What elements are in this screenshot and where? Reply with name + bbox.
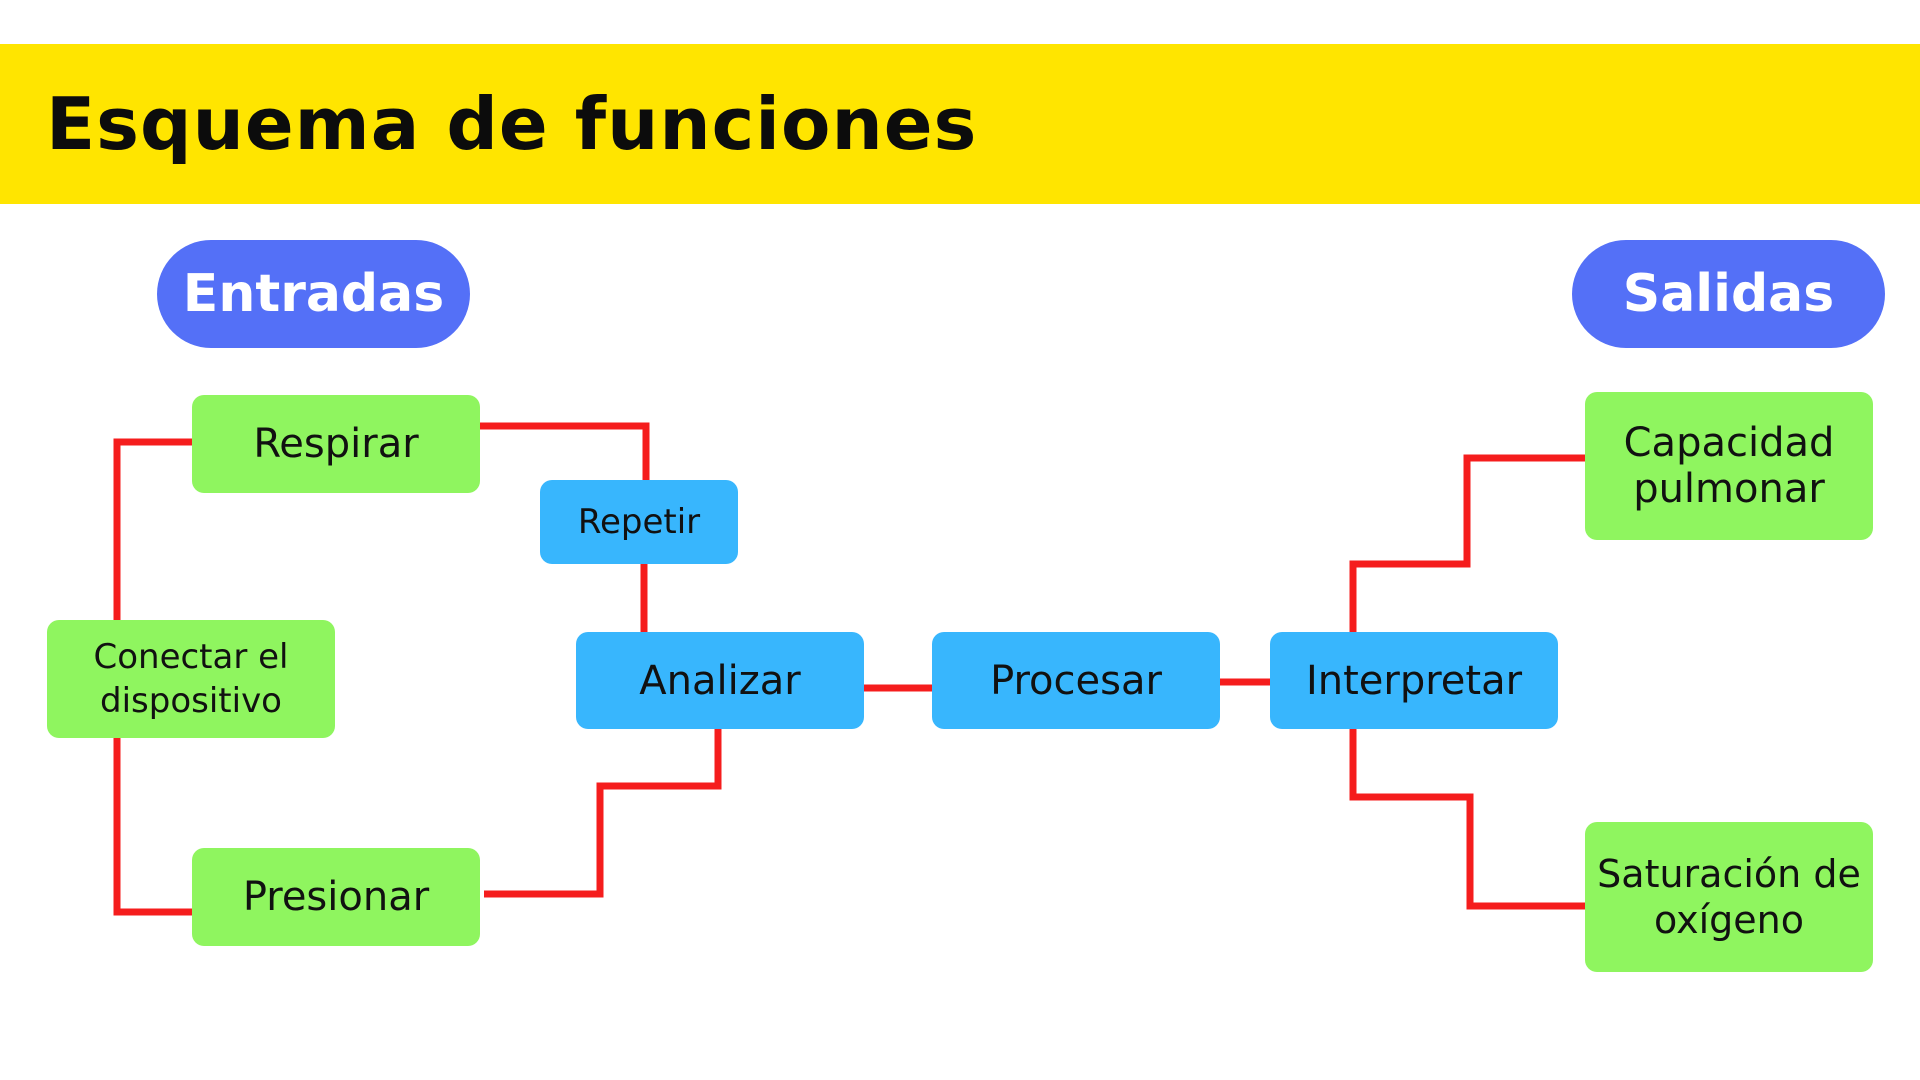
connector-interpretar-capacidad — [1349, 454, 1585, 632]
node-procesar: Procesar — [932, 632, 1220, 729]
connector-respirar-conectar — [113, 438, 192, 620]
connector-interpretar-saturacion — [1349, 729, 1585, 910]
connector-respirar-repetir — [480, 422, 650, 480]
node-repetir: Repetir — [540, 480, 738, 564]
node-saturacion-oxigeno: Saturación de oxígeno — [1585, 822, 1873, 972]
inputs-label-text: Entradas — [182, 264, 445, 324]
node-analizar: Analizar — [576, 632, 864, 729]
connector-presionar-analizar — [484, 729, 722, 898]
outputs-label: Salidas — [1572, 240, 1885, 348]
page-title: Esquema de funciones — [46, 82, 978, 166]
title-banner — [0, 44, 1920, 204]
node-presionar: Presionar — [192, 848, 480, 946]
inputs-label: Entradas — [157, 240, 470, 348]
node-respirar: Respirar — [192, 395, 480, 493]
outputs-label-text: Salidas — [1622, 264, 1835, 324]
node-interpretar: Interpretar — [1270, 632, 1558, 729]
node-conectar-dispositivo: Conectar el dispositivo — [47, 620, 335, 738]
connector-conectar-presionar — [113, 738, 192, 916]
node-capacidad-pulmonar: Capacidad pulmonar — [1585, 392, 1873, 540]
